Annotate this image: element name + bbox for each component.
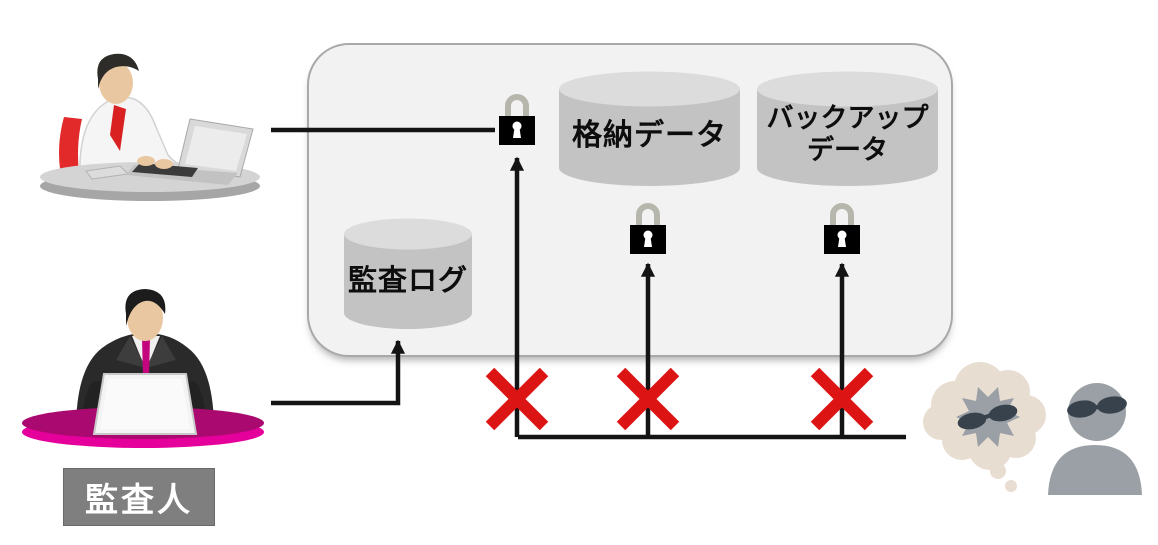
hair bbox=[125, 289, 166, 326]
padlock-icon bbox=[499, 94, 535, 145]
magenta-tie bbox=[142, 338, 150, 378]
laptop-inner bbox=[100, 379, 190, 429]
lapel bbox=[116, 336, 146, 368]
hand bbox=[137, 156, 155, 166]
attacker-glasses bbox=[1067, 396, 1127, 418]
red-x-icon bbox=[485, 367, 549, 431]
hair bbox=[97, 53, 139, 89]
head bbox=[99, 62, 133, 104]
hand bbox=[155, 159, 173, 169]
office-worker-at-laptop-icon bbox=[40, 53, 260, 201]
padlock-icon bbox=[824, 203, 860, 254]
red-x-icon bbox=[810, 367, 874, 431]
auditor-at-laptop-icon bbox=[22, 289, 264, 448]
attacker-body bbox=[1048, 445, 1142, 495]
lapel bbox=[146, 336, 176, 368]
attacker-sunglasses-icon bbox=[1048, 383, 1142, 495]
padlock-icon bbox=[630, 203, 666, 254]
laptop-screen-inner bbox=[185, 126, 247, 171]
head bbox=[127, 295, 163, 341]
auditor-label: 監査人 bbox=[63, 468, 215, 526]
attacker-group bbox=[923, 362, 1142, 495]
secure-storage-boundary bbox=[307, 43, 953, 357]
malware-thought-bubble-icon bbox=[923, 362, 1046, 492]
keyboard bbox=[132, 163, 198, 177]
malware-sunglasses bbox=[957, 404, 1018, 430]
red-x-icon bbox=[616, 367, 680, 431]
red-tie bbox=[110, 105, 126, 151]
